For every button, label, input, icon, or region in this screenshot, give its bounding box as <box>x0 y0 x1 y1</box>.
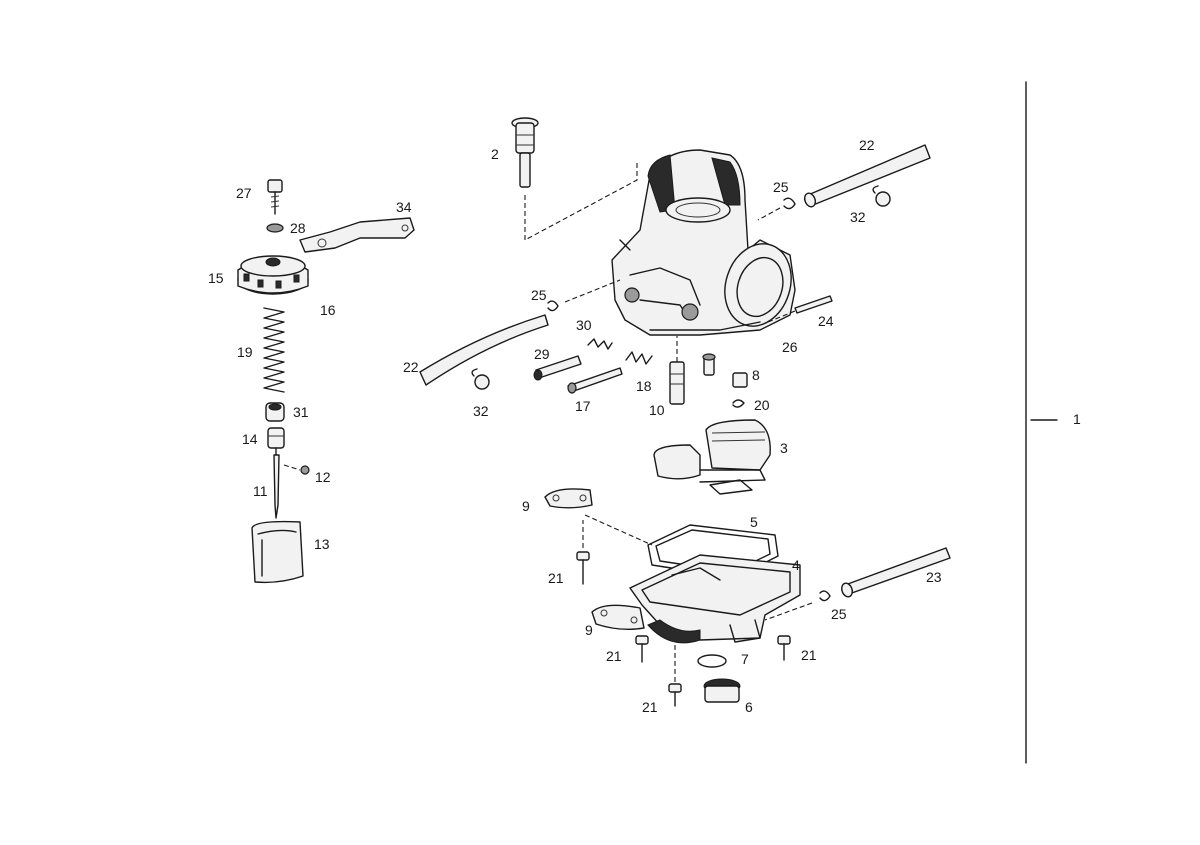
label-26: 26 <box>782 339 798 355</box>
main-jet-26 <box>702 353 716 376</box>
label-16: 16 <box>320 302 336 318</box>
label-32-left: 32 <box>473 403 489 419</box>
clamp-32-left <box>471 368 490 390</box>
label-28: 28 <box>290 220 306 236</box>
pin-24 <box>767 295 833 323</box>
label-3: 3 <box>780 440 788 456</box>
label-8: 8 <box>752 367 760 383</box>
label-14: 14 <box>242 431 258 447</box>
washer-28 <box>266 223 284 233</box>
label-27: 27 <box>236 185 252 201</box>
clip-25-top <box>757 197 796 221</box>
oring-7 <box>697 654 727 668</box>
leader-2-to-body <box>524 160 638 241</box>
spring-18 <box>625 351 653 365</box>
screw-21-c <box>777 635 791 661</box>
clamp-32-top <box>872 185 891 207</box>
pilot-screw-17 <box>567 367 623 394</box>
label-17: 17 <box>575 398 591 414</box>
label-25-mid: 25 <box>531 287 547 303</box>
label-25-bottom: 25 <box>831 606 847 622</box>
label-32-top: 32 <box>850 209 866 225</box>
label-21-b: 21 <box>606 648 622 664</box>
label-29: 29 <box>534 346 550 362</box>
retainer-31 <box>265 402 285 422</box>
screw-21-d <box>668 645 682 707</box>
label-9-top: 9 <box>522 498 530 514</box>
throttle-slide-13 <box>251 520 304 584</box>
label-12: 12 <box>315 469 331 485</box>
label-7: 7 <box>741 651 749 667</box>
drain-plug-6 <box>703 678 741 703</box>
gasket-5 <box>647 524 779 579</box>
adjuster-2 <box>511 117 539 188</box>
label-10: 10 <box>649 402 665 418</box>
label-22-left: 22 <box>403 359 419 375</box>
cap-15 <box>237 255 309 295</box>
bracket-34 <box>299 217 415 253</box>
label-5: 5 <box>750 514 758 530</box>
label-1: 1 <box>1073 411 1081 427</box>
plate-9-top <box>544 488 653 546</box>
label-11: 11 <box>253 483 268 499</box>
label-20: 20 <box>754 397 770 413</box>
screw-27 <box>267 179 283 215</box>
jet-29 <box>533 355 582 381</box>
label-21-a: 21 <box>548 570 564 586</box>
screw-21-b <box>635 635 649 663</box>
clip-25-mid <box>547 279 621 312</box>
plug-8 <box>732 372 748 388</box>
label-31: 31 <box>293 404 309 420</box>
label-25-top: 25 <box>773 179 789 195</box>
hose-22-left <box>419 314 549 386</box>
needle-jet-10 <box>669 336 685 405</box>
label-9-bottom: 9 <box>585 622 593 638</box>
label-15: 15 <box>208 270 224 286</box>
label-2: 2 <box>491 146 499 162</box>
oring-20 <box>732 399 745 408</box>
hose-23 <box>841 547 951 598</box>
label-34: 34 <box>396 199 412 215</box>
label-21-c: 21 <box>801 647 817 663</box>
float-bowl-4 <box>629 554 801 644</box>
float-3 <box>653 419 771 495</box>
label-18: 18 <box>636 378 652 394</box>
plate-9-bottom <box>591 604 645 631</box>
needle-11 <box>273 454 280 519</box>
screw-21-a <box>576 520 590 585</box>
assembly-bracket <box>1025 81 1058 764</box>
label-21-d: 21 <box>642 699 658 715</box>
clip-12 <box>283 464 310 475</box>
needle-holder-14 <box>267 427 285 456</box>
label-23: 23 <box>926 569 942 585</box>
label-4: 4 <box>792 557 800 573</box>
spring-30 <box>587 338 613 350</box>
label-19: 19 <box>237 344 253 360</box>
label-24: 24 <box>818 313 834 329</box>
label-13: 13 <box>314 536 330 552</box>
spring-19 <box>263 307 285 393</box>
hose-22-top <box>803 144 931 208</box>
callout-labels: 1 2 3 4 5 6 7 8 9 9 10 11 12 13 14 15 16… <box>208 137 1081 715</box>
label-22-top: 22 <box>859 137 875 153</box>
carburetor-body <box>611 149 796 336</box>
label-6: 6 <box>745 699 753 715</box>
label-30: 30 <box>576 317 592 333</box>
clip-25-bottom <box>764 590 831 621</box>
